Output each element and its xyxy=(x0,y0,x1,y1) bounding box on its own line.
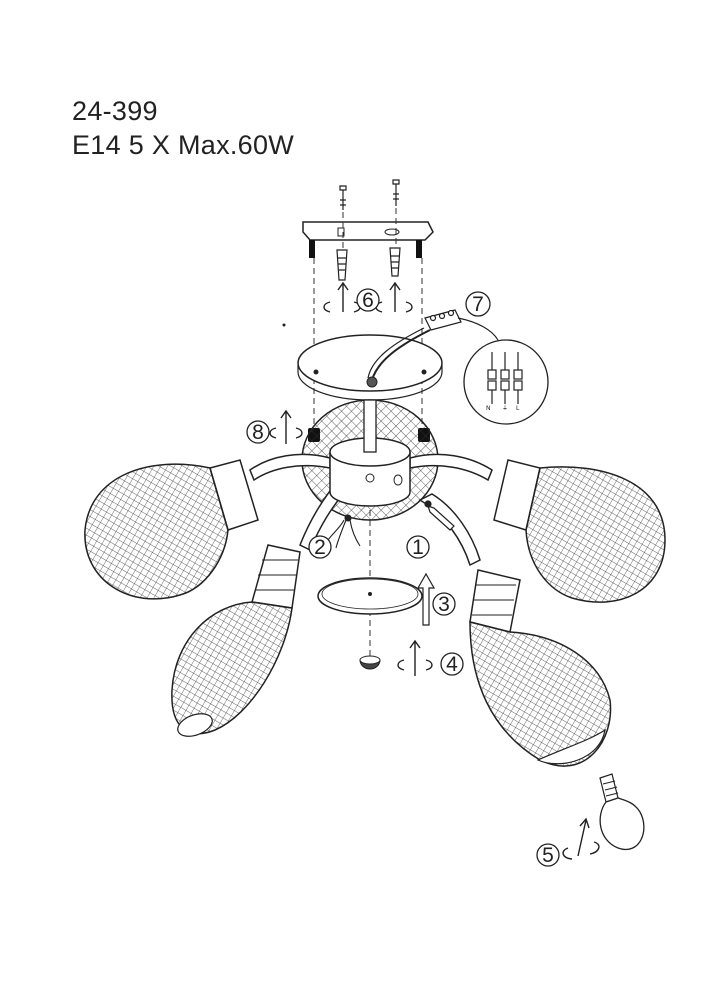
screw-icon xyxy=(339,179,400,210)
bulb-spec: E14 5 X Max.60W xyxy=(72,130,295,160)
up-arrow-icon xyxy=(424,500,455,531)
stray-dot xyxy=(282,323,286,327)
step-2-wires xyxy=(327,514,361,549)
step-1-label: 1 xyxy=(412,536,424,559)
step-4-label: 4 xyxy=(446,653,458,676)
step-7-marker: 7 xyxy=(465,291,491,317)
step-2-marker: 2 xyxy=(308,535,332,559)
step-3-label: 3 xyxy=(438,593,450,616)
lamp-shade-right xyxy=(493,459,666,603)
step-3-marker: 3 xyxy=(432,592,456,616)
wire-label-earth: ⏚ xyxy=(502,405,508,412)
wire-label-l: L xyxy=(516,405,520,412)
finial-nut xyxy=(359,655,381,670)
terminal-block-icon xyxy=(424,309,499,341)
title-block: 24-399 E14 5 X Max.60W xyxy=(72,94,294,162)
step-8-label: 8 xyxy=(252,421,264,444)
rotate-arrow-icon xyxy=(323,281,413,313)
step-5-marker: 5 xyxy=(536,843,560,867)
step-6-label: 6 xyxy=(362,289,374,312)
step-2-label: 2 xyxy=(314,536,326,559)
wire-label-n: N xyxy=(486,405,491,412)
up-arrow-icon xyxy=(416,572,436,626)
lamp-shade-bottom-right xyxy=(469,569,612,767)
model-number: 24-399 xyxy=(72,96,158,126)
dowel-icon xyxy=(336,247,401,281)
step-7-label: 7 xyxy=(472,293,484,316)
lamp-shade-left xyxy=(84,459,259,600)
wiring-detail-circle: N ⏚ L xyxy=(463,339,549,425)
rotate-arrow-icon xyxy=(562,817,600,860)
lamp-shade-bottom-left xyxy=(171,544,301,737)
step-1-marker: 1 xyxy=(406,535,430,559)
step-6-marker: 6 xyxy=(356,288,380,312)
ceiling-plate xyxy=(297,327,443,401)
bottom-cover-plate xyxy=(317,577,423,615)
step-4-marker: 4 xyxy=(440,652,464,676)
mounting-bracket xyxy=(302,221,434,258)
step-8-marker: 8 xyxy=(246,420,270,444)
rotate-arrow-icon xyxy=(397,639,433,676)
bulb-icon xyxy=(599,773,645,851)
rotate-arrow-icon xyxy=(269,409,303,444)
central-hub xyxy=(329,399,411,507)
step-5-label: 5 xyxy=(542,844,554,867)
